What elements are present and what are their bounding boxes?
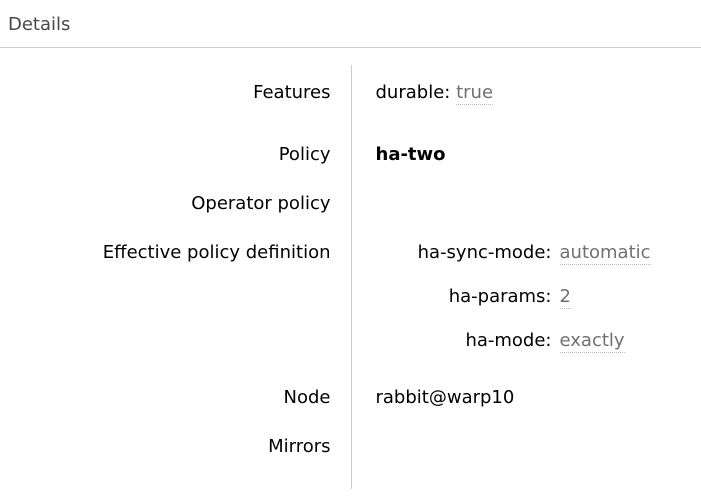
facts-row-effective-policy-definition: Effective policy definition ha-sync-mode… <box>0 225 701 370</box>
mirrors-label: Mirrors <box>0 419 352 489</box>
policy-value: ha-two <box>375 144 446 165</box>
effective-policy-definition-value: ha-sync-mode: automatic ha-params: 2 ha-… <box>351 225 701 370</box>
details-section-title: Details <box>0 0 701 48</box>
node-label: Node <box>0 370 352 419</box>
policy-definition-key: ha-mode: <box>465 330 552 351</box>
effective-policy-definition-label: Effective policy definition <box>0 225 352 370</box>
policy-definition-key: ha-params: <box>448 286 552 307</box>
policy-definition-value-tooltip: 2 <box>559 286 571 309</box>
feature-value-tooltip: true <box>456 82 494 105</box>
feature-key: durable: <box>375 82 451 103</box>
policy-definition-value-tooltip: exactly <box>559 330 625 353</box>
policy-definition-row: ha-mode: exactly <box>376 329 651 361</box>
mirrors-value <box>351 419 701 489</box>
policy-definition-value-tooltip: automatic <box>559 242 651 265</box>
policy-definition-row: ha-sync-mode: automatic <box>376 241 651 285</box>
operator-policy-label: Operator policy <box>0 176 352 225</box>
policy-definition-row: ha-params: 2 <box>376 285 651 329</box>
facts-row-node: Node rabbit@warp10 <box>0 370 701 419</box>
policy-label: Policy <box>0 127 352 176</box>
features-value: durable: true <box>351 65 701 127</box>
policy-definition-table: ha-sync-mode: automatic ha-params: 2 ha-… <box>376 241 651 361</box>
facts-row-mirrors: Mirrors <box>0 419 701 489</box>
feature-pair: durable: true <box>376 81 701 105</box>
facts-row-features: Features durable: true <box>0 65 701 127</box>
details-facts-table: Features durable: true Policy ha-two Ope… <box>0 65 701 489</box>
operator-policy-value <box>351 176 701 225</box>
policy-definition-key: ha-sync-mode: <box>417 242 552 263</box>
features-label: Features <box>0 65 352 127</box>
node-value: rabbit@warp10 <box>375 387 515 408</box>
facts-row-operator-policy: Operator policy <box>0 176 701 225</box>
facts-row-policy: Policy ha-two <box>0 127 701 176</box>
